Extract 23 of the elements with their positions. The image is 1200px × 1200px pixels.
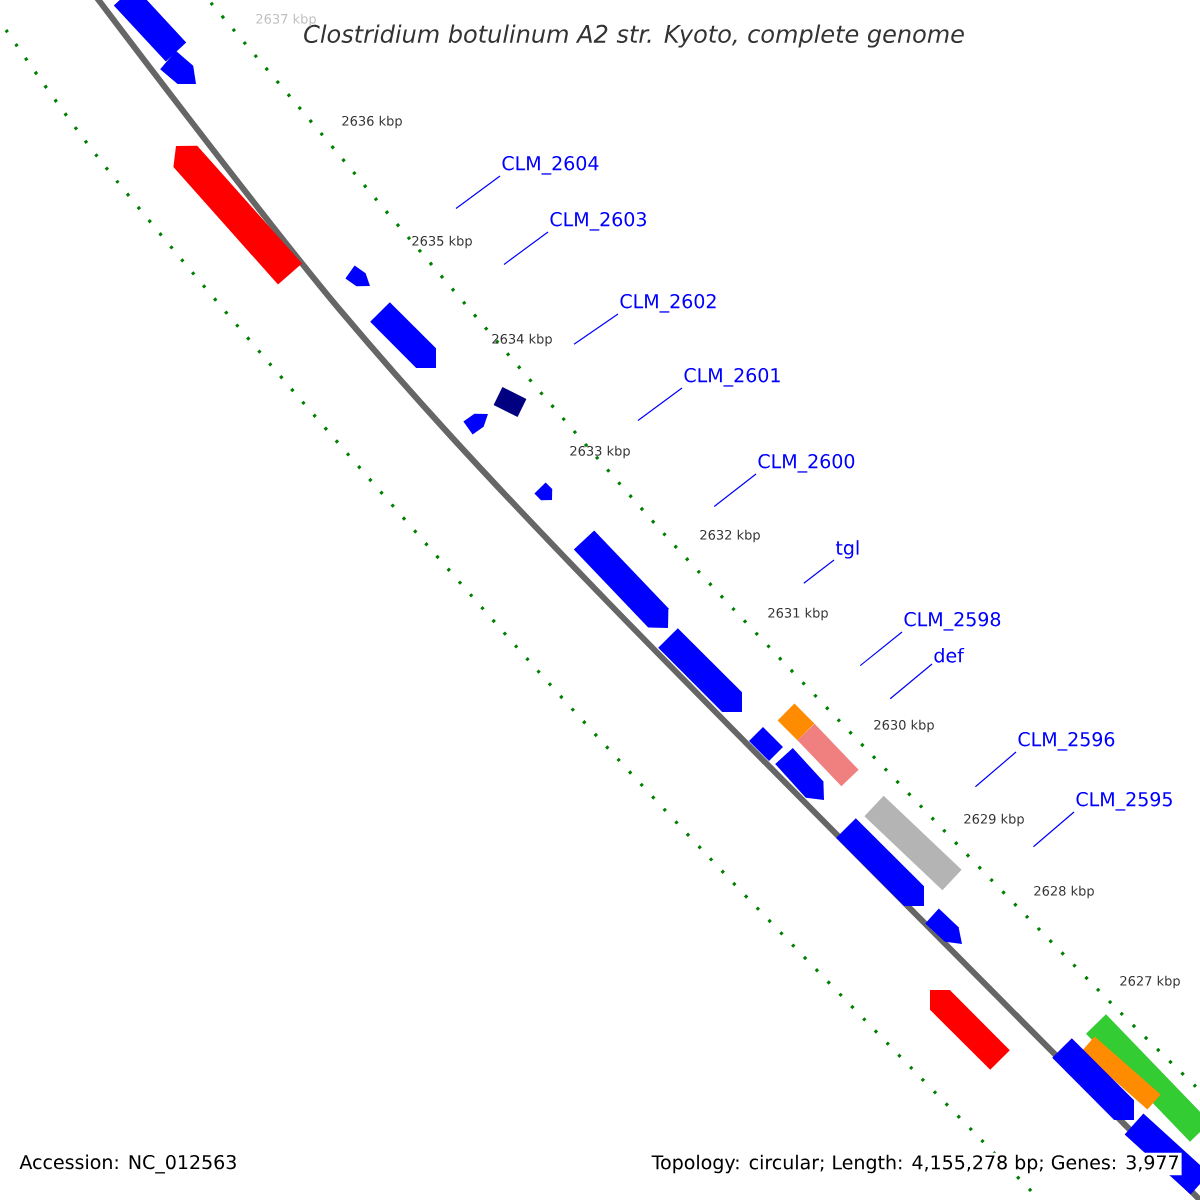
leader-line xyxy=(503,231,549,265)
leader-line xyxy=(1032,811,1075,848)
title: Clostridium botulinum A2 str. Kyoto, complete genome xyxy=(304,24,964,48)
leader-line xyxy=(859,631,903,667)
gene-label: tgl xyxy=(835,540,859,559)
gene-label: CLM_2602 xyxy=(620,294,716,313)
gene-label: CLM_2596 xyxy=(1018,732,1115,751)
leader-line xyxy=(803,559,835,584)
gene-label: CLM_2600 xyxy=(758,454,855,473)
leader-line xyxy=(974,751,1017,788)
gene-label: def xyxy=(934,647,965,663)
gene-label: CLM_2603 xyxy=(550,212,646,231)
leader-line xyxy=(637,387,683,421)
gene-label: CLM_2598 xyxy=(904,612,1001,631)
topology-text: Topology: circular; Length: 4,155,278 bp; Genes: 3,977 xyxy=(649,1152,1182,1176)
gene-label: CLM_2601 xyxy=(684,368,780,387)
accession-text: Accession: NC_012563 xyxy=(19,1154,236,1174)
leader-line xyxy=(573,313,619,345)
leader-line xyxy=(455,175,501,209)
leader-line xyxy=(889,663,933,700)
gene-label: CLM_2604 xyxy=(502,156,599,175)
gene-label: CLM_2595 xyxy=(1076,792,1172,811)
leader-line xyxy=(713,473,757,507)
